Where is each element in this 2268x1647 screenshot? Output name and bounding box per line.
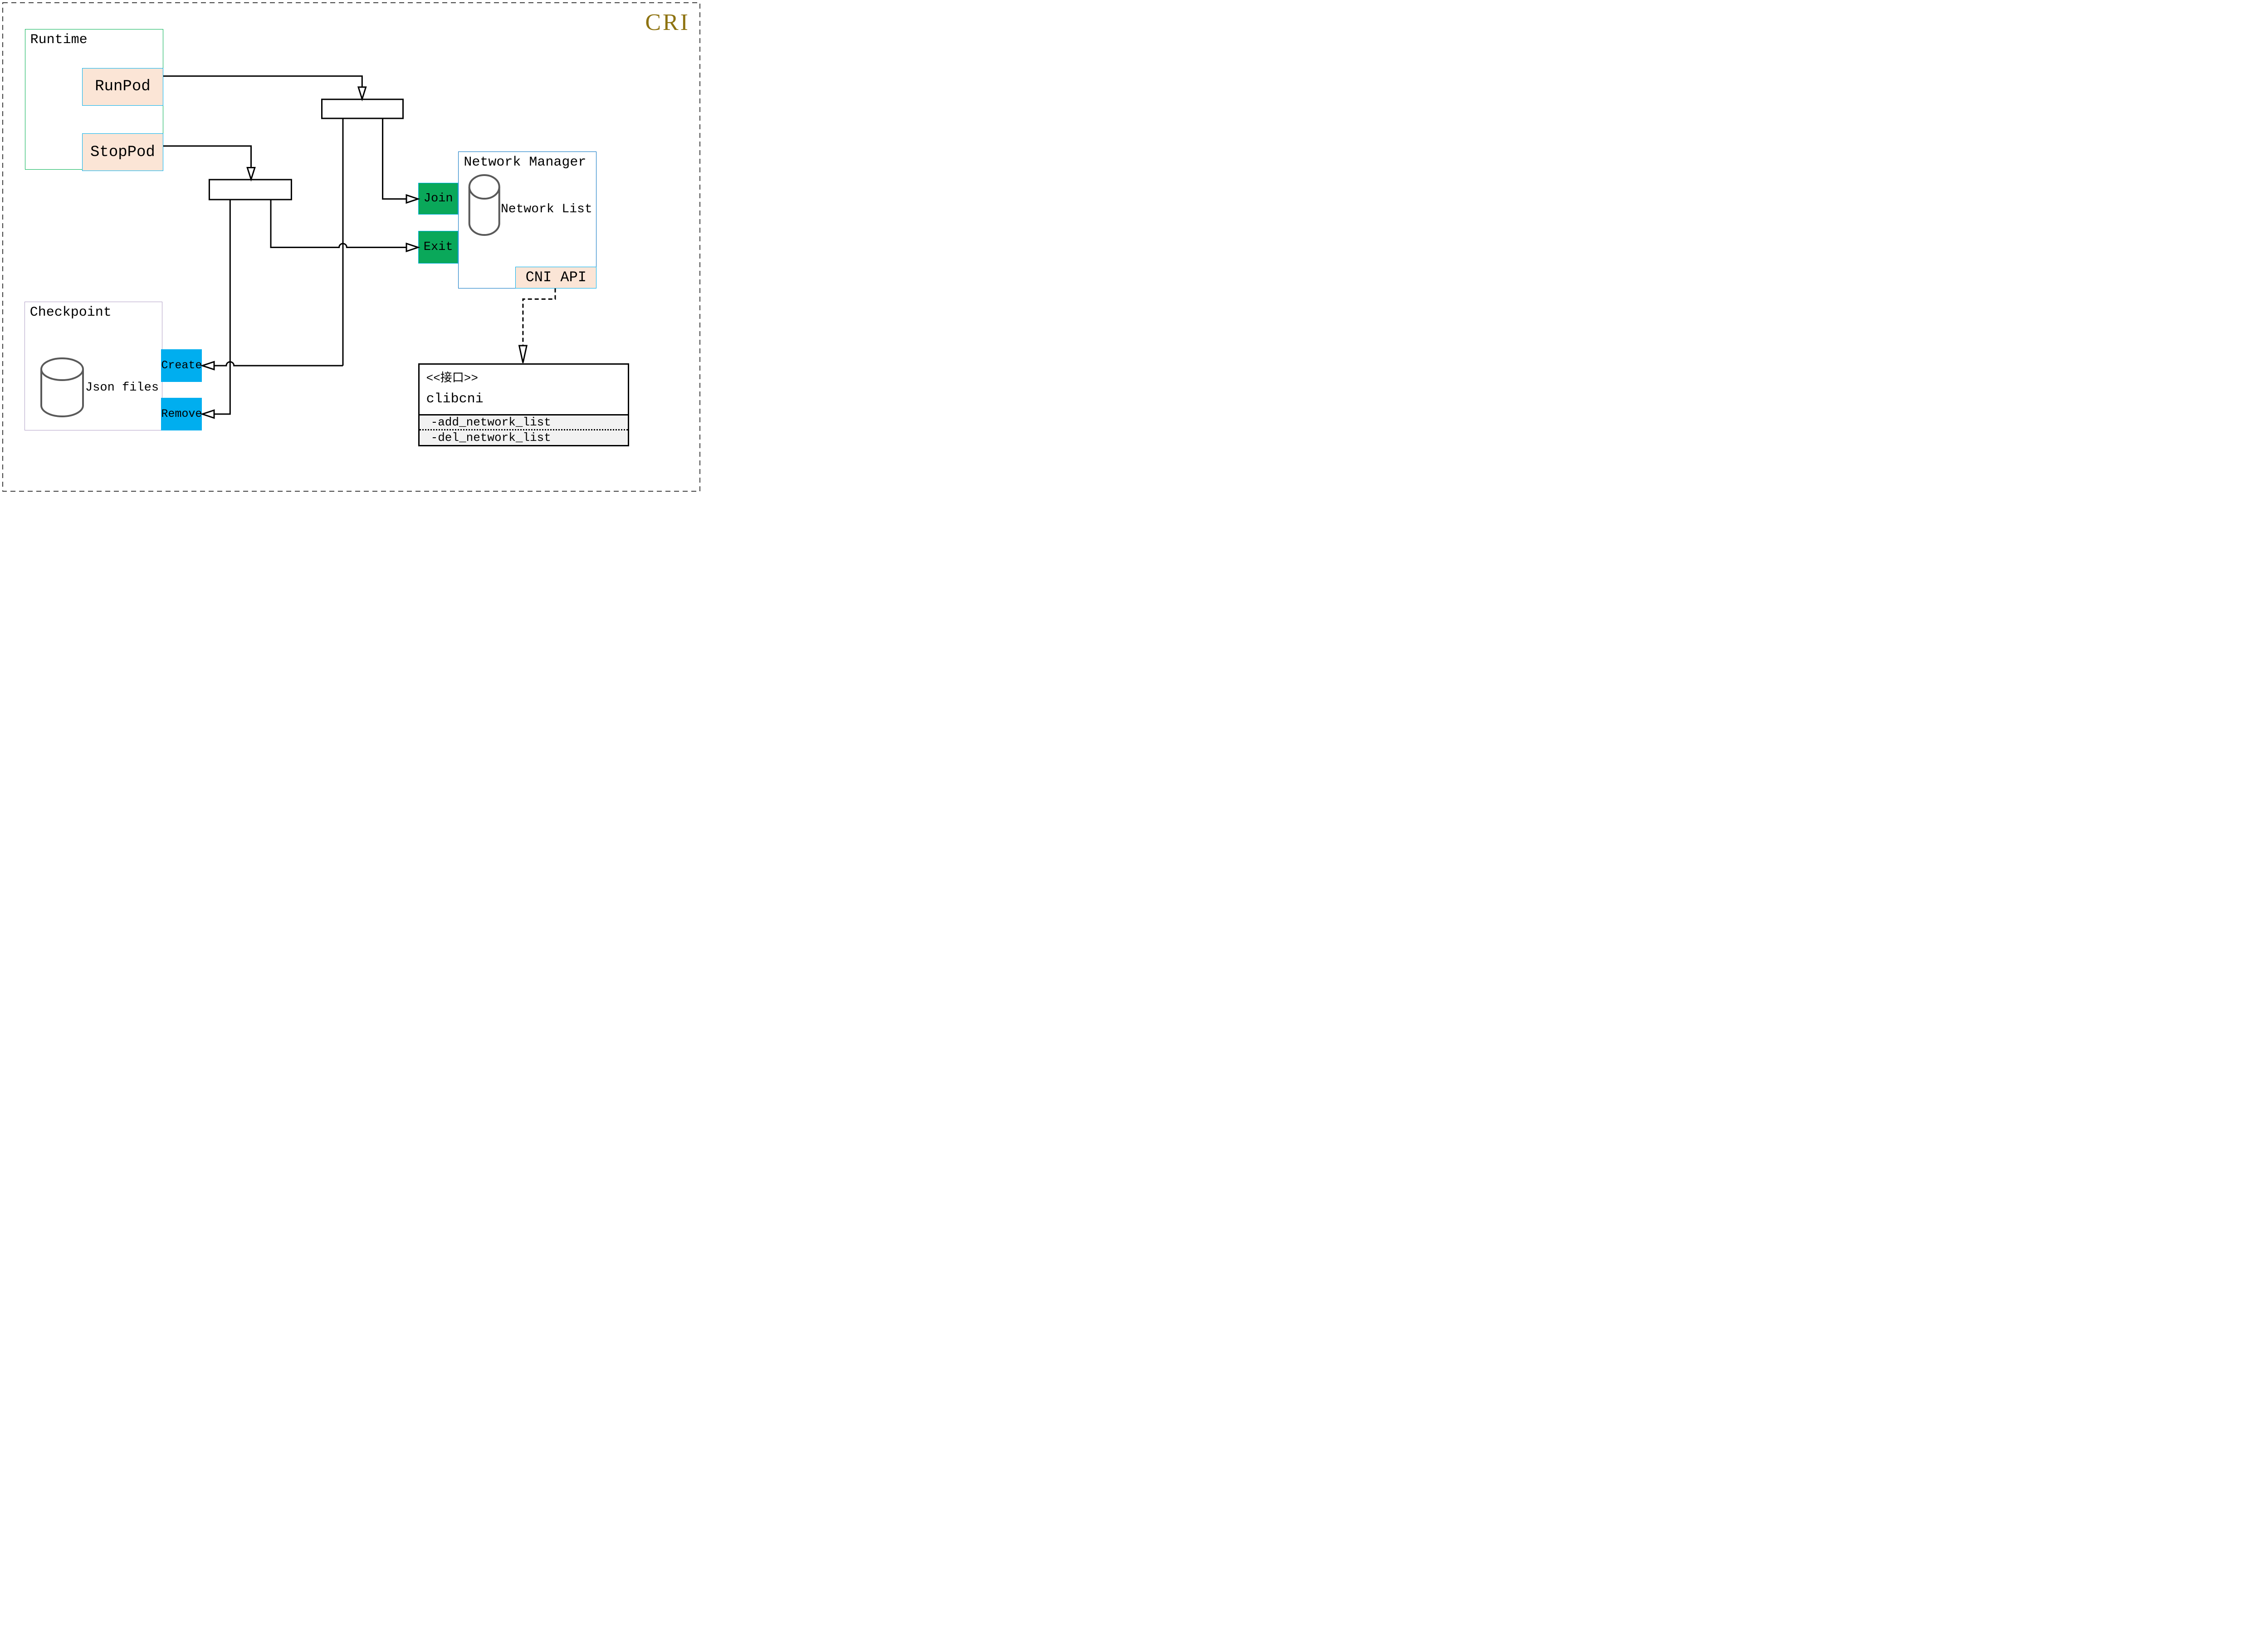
cni-api-node: CNI API [515, 267, 597, 288]
json-files-label: Json files [85, 381, 159, 395]
connector-junction1-join [382, 118, 406, 200]
network-manager-label: Network Manager [464, 154, 587, 170]
clibcni-name: clibcni [426, 391, 484, 407]
clibcni-method-add: -add_network_list [419, 415, 628, 431]
clibcni-stereotype: <<接口>> [426, 371, 479, 385]
cri-diagram: CRI Runtime RunPod StopPod Network Manag… [0, 0, 703, 494]
checkpoint-box: Checkpoint [24, 301, 162, 430]
checkpoint-label: Checkpoint [29, 304, 112, 320]
connector-junction2-remove [214, 200, 231, 415]
arrowhead-right-exit [406, 242, 420, 253]
runpod-node: RunPod [82, 68, 163, 106]
join-node: Join [418, 182, 459, 215]
remove-label: Remove [161, 407, 202, 421]
cni-api-label: CNI API [525, 269, 587, 286]
junction-bar-runpod [321, 98, 404, 119]
connector-cniapi-clibcni-dashed [522, 288, 556, 346]
join-label: Join [423, 191, 453, 205]
runtime-label: Runtime [30, 32, 88, 48]
connector-junction2-exit [270, 200, 406, 248]
runpod-label: RunPod [95, 78, 151, 96]
arrowhead-down-junction2 [246, 167, 256, 182]
clibcni-header: <<接口>> clibcni [420, 365, 628, 414]
stoppod-label: StopPod [90, 143, 155, 161]
connector-junction1-create-horizontal [214, 361, 343, 367]
remove-node: Remove [161, 397, 202, 430]
exit-node: Exit [418, 231, 459, 264]
junction-bar-stoppod [208, 179, 292, 200]
clibcni-method-del: -del_network_list [430, 431, 551, 445]
arrowhead-left-create [200, 361, 215, 371]
arrowhead-left-remove [200, 409, 215, 419]
arrowhead-right-join [406, 194, 420, 204]
exit-label: Exit [423, 240, 453, 254]
arrowhead-down-junction1 [357, 86, 367, 102]
clibcni-methods-section: -add_network_list -del_network_list [419, 414, 628, 445]
arrowhead-down-clibcni [518, 345, 528, 363]
create-node: Create [161, 349, 202, 382]
stoppod-node: StopPod [82, 133, 163, 171]
page-title: CRI [645, 10, 690, 35]
connector-stoppod-junction2 [163, 145, 252, 168]
create-label: Create [161, 359, 202, 372]
connector-runpod-junction1 [163, 75, 363, 87]
clibcni-interface-box: <<接口>> clibcni -add_network_list -del_ne… [418, 363, 629, 446]
network-list-label: Network List [501, 202, 592, 216]
